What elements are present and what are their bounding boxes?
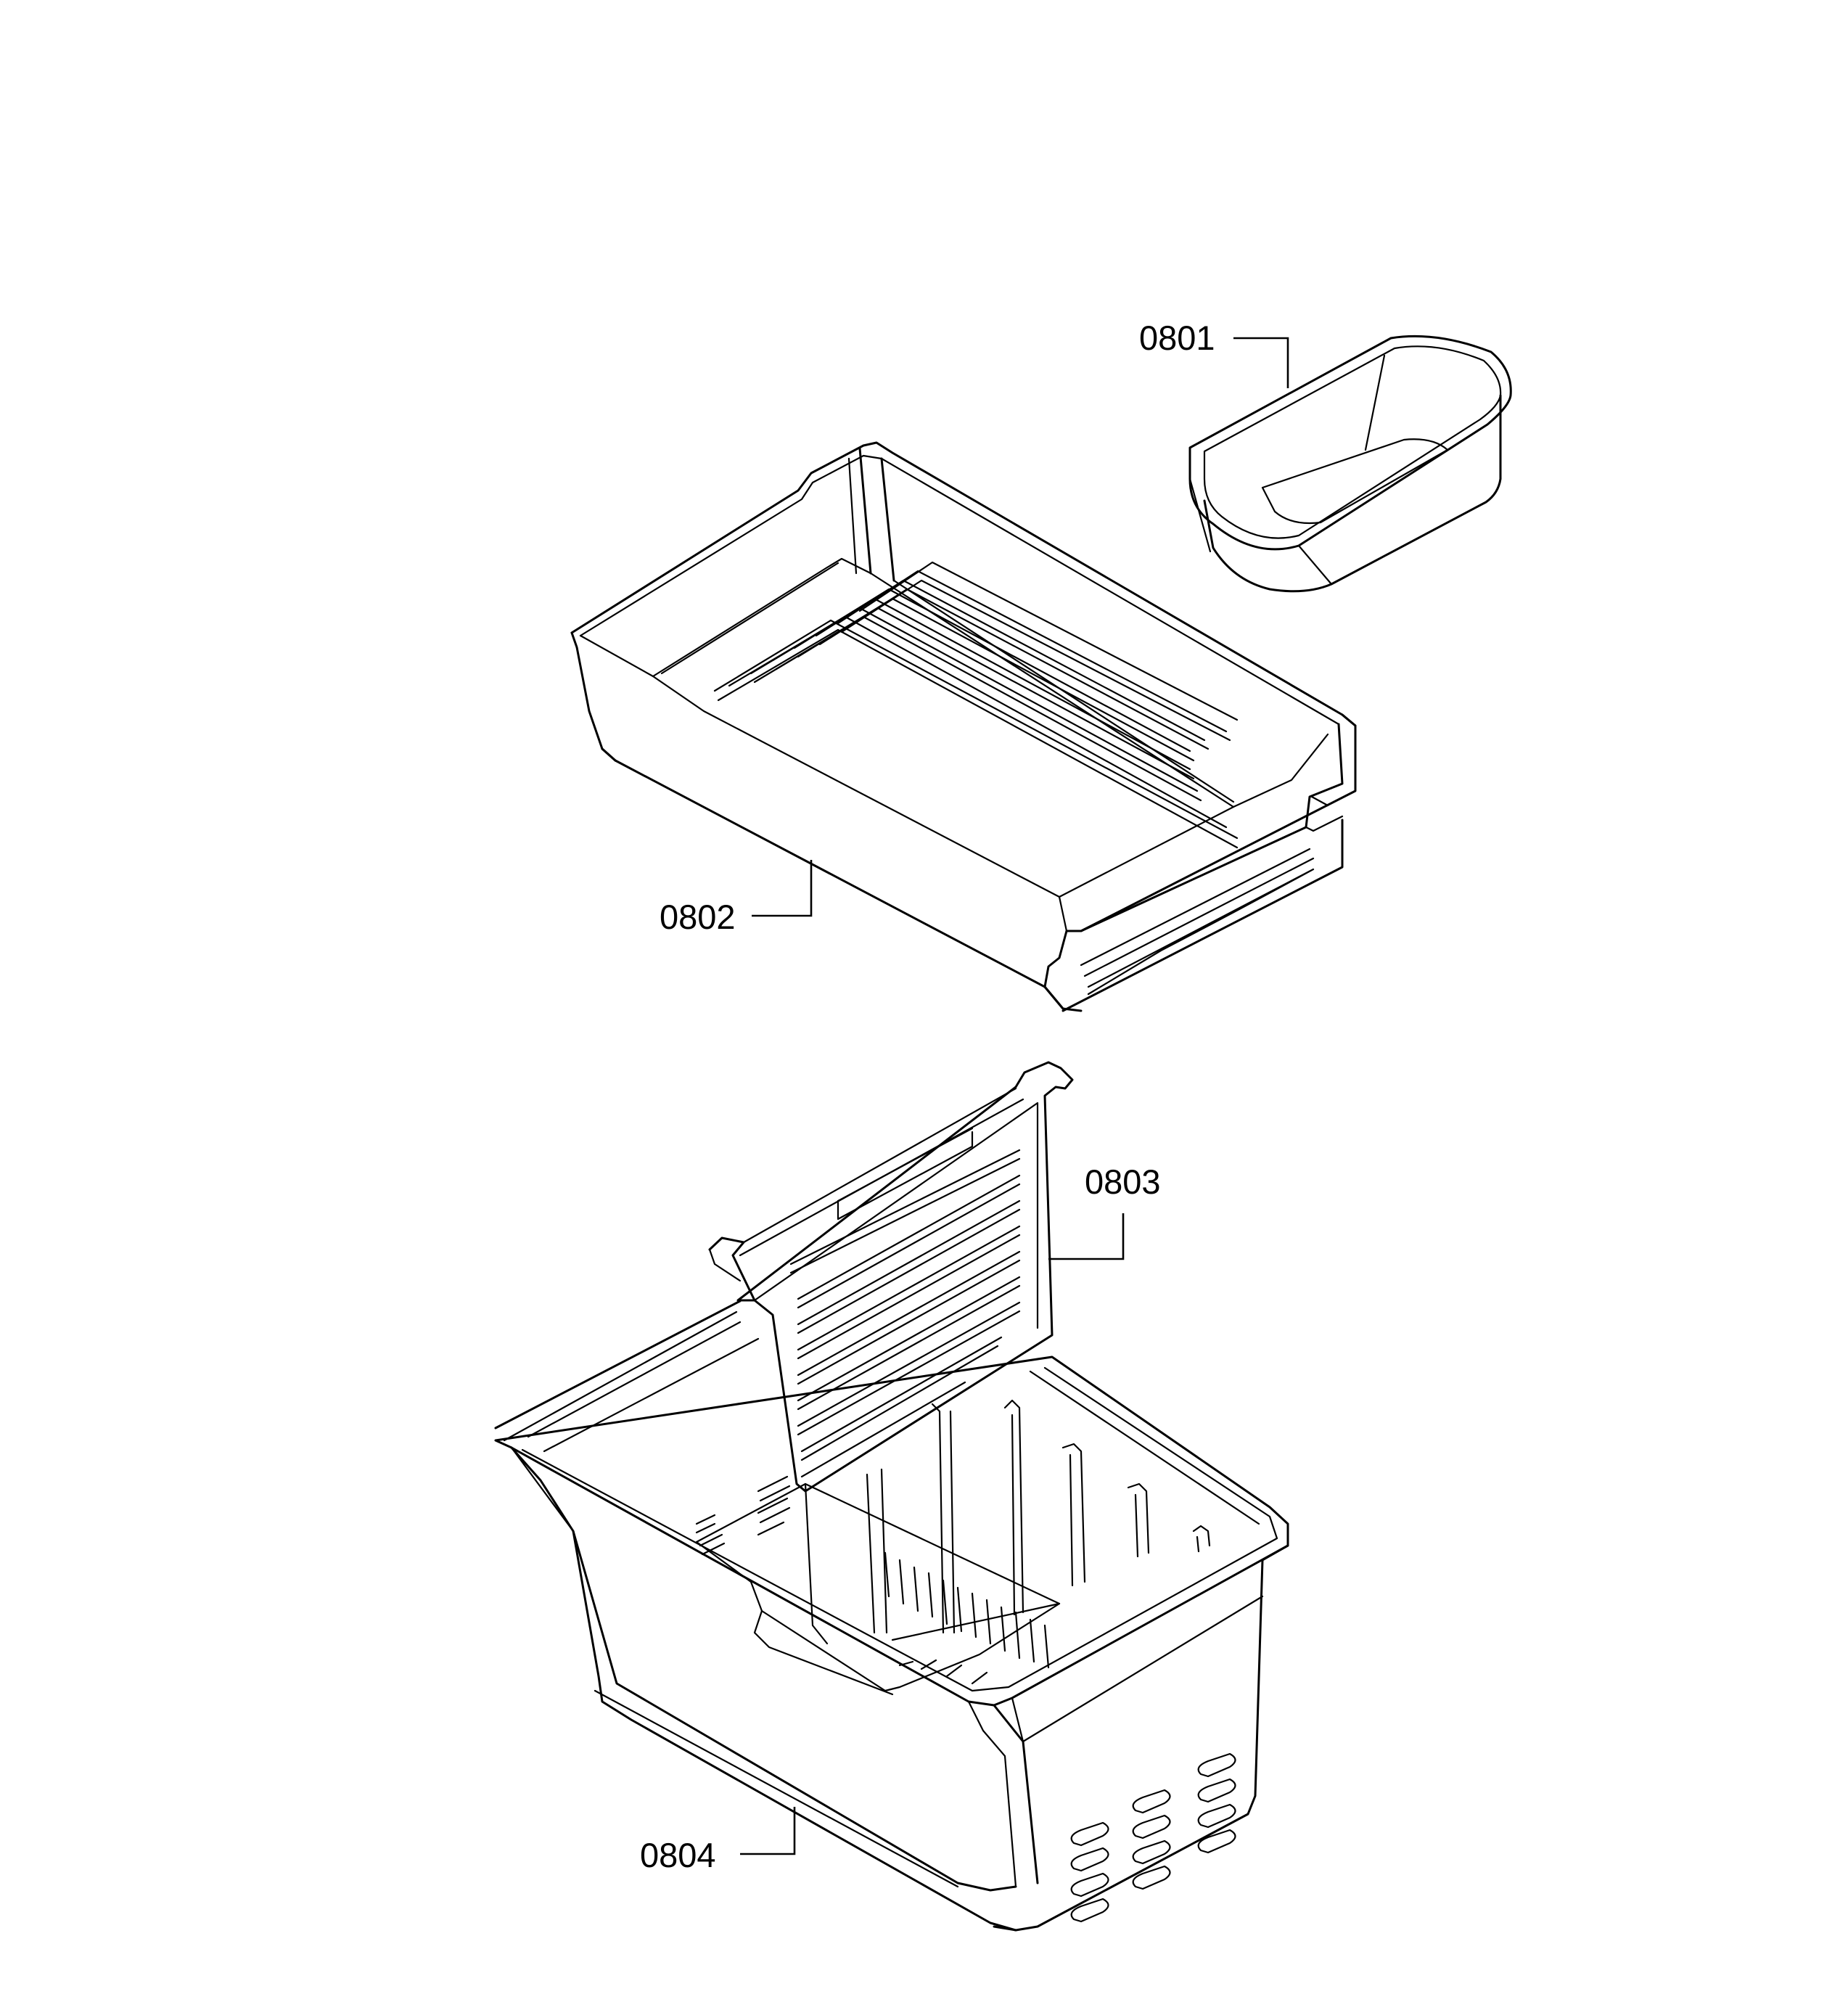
part-0801-small-bin [1188,335,1512,593]
basket-floor-grille [884,1551,1061,1685]
callout-0803: 0803 [1048,1162,1161,1260]
part-0804-basket [494,1300,1289,1932]
tray-ribs [713,561,1239,849]
basket-front-vents [1070,1752,1236,1923]
callout-label-0803: 0803 [1085,1162,1161,1201]
part-0803-divider [708,1061,1074,1493]
divider-slots [789,1149,1021,1478]
basket-left-vents [695,1475,791,1556]
callout-0802: 0802 [660,860,813,936]
callout-0804: 0804 [640,1807,796,1874]
callout-0801: 0801 [1139,319,1289,388]
callout-label-0801: 0801 [1139,319,1215,357]
callout-label-0804: 0804 [640,1836,716,1874]
callout-label-0802: 0802 [660,898,736,936]
part-0802-tray [570,441,1357,1012]
basket-ribs [804,1399,1211,1645]
